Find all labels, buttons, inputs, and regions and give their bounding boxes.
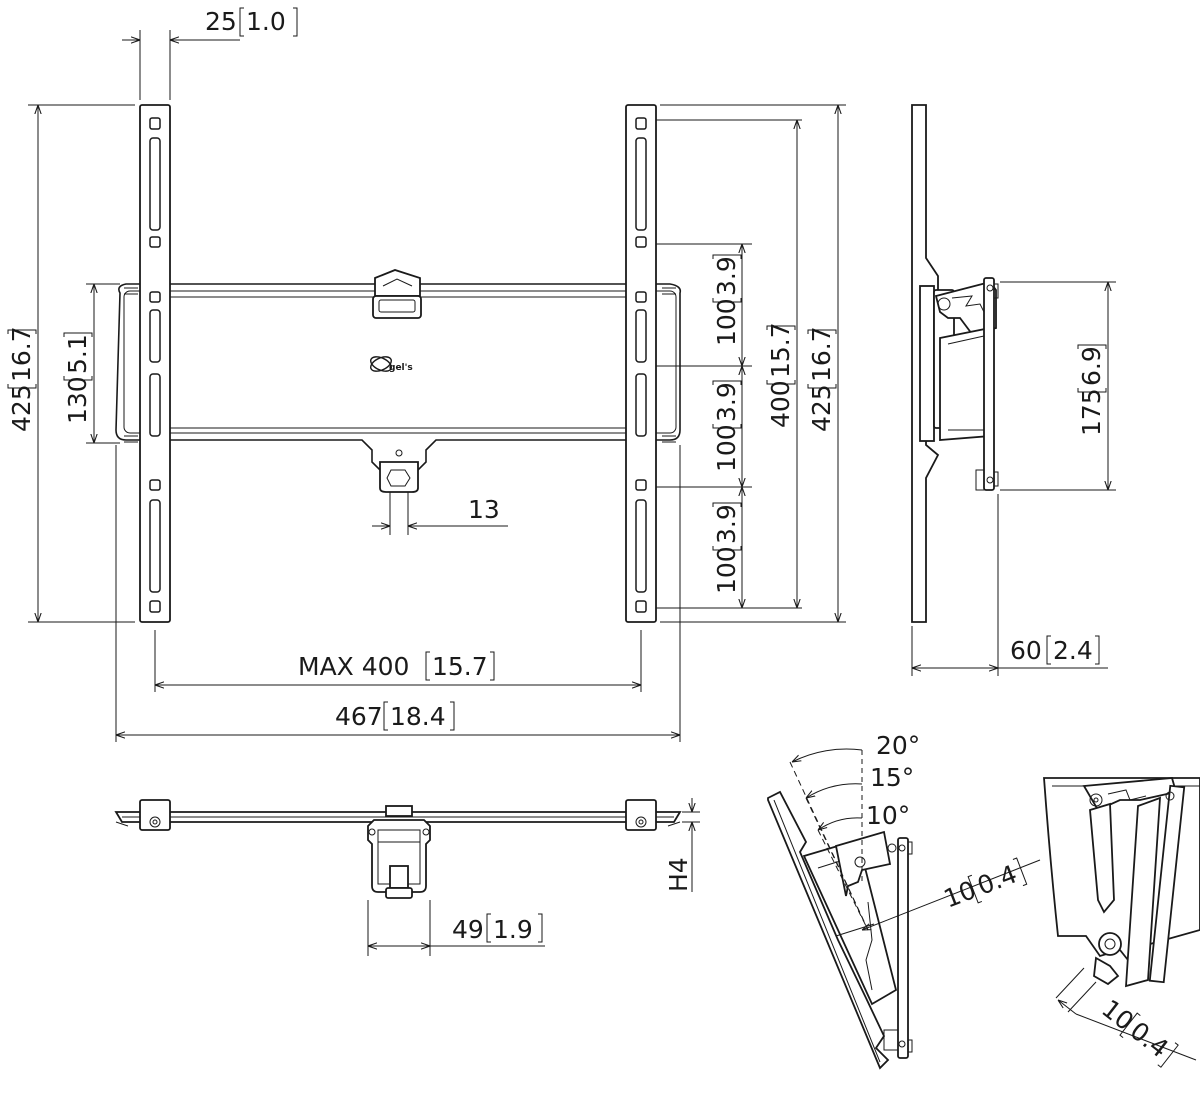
dim-right-height-mm: 425 — [807, 384, 836, 432]
dim-top-width-in: 1.0 — [246, 7, 286, 36]
dim-total-width-mm: 467 — [335, 702, 383, 731]
dimension-right-height: 425 16.7 — [807, 105, 838, 622]
dimension-left-height: 425 16.7 — [7, 104, 135, 623]
dim-right-height-in: 16.7 — [807, 326, 836, 382]
tilt-10-label: 10° — [866, 801, 910, 830]
dim-gap1-in: 0.4 — [973, 859, 1021, 900]
dim-pitch2-mm: 100 — [712, 424, 741, 472]
top-view — [114, 799, 682, 899]
dim-clip-width-in: 1.9 — [493, 915, 533, 944]
dim-pitch1-in: 3.9 — [712, 256, 741, 296]
logo-text: gel's — [389, 363, 413, 373]
tilt-view — [767, 790, 913, 1070]
dim-left-height-mm: 425 — [7, 384, 36, 432]
dim-gap2-in: 0.4 — [1125, 1016, 1174, 1063]
dim-total-width-in: 18.4 — [390, 702, 446, 731]
dimension-depth: 60 2.4 — [911, 494, 1108, 676]
dim-max-width-prefix: MAX 400 — [298, 652, 409, 681]
dimension-clip-width: 49 1.9 — [367, 900, 545, 956]
dim-frame-height-in: 5.1 — [63, 334, 92, 374]
tilt-angle-arcs: 20° 15° 10° — [789, 731, 920, 931]
dim-pitch2-in: 3.9 — [712, 382, 741, 422]
left-vertical-strip — [139, 104, 171, 623]
dim-bolt-mm: 13 — [468, 495, 500, 524]
dim-thickness: H4 — [664, 857, 693, 892]
dimension-pitch-holes: 100 3.9 100 3.9 100 3.9 — [656, 104, 846, 623]
dim-left-height-in: 16.7 — [7, 326, 36, 382]
right-vertical-strip — [625, 104, 657, 623]
dimension-thickness: H4 — [664, 798, 700, 892]
dim-vesa-height-mm: 400 — [766, 380, 795, 428]
dim-frame-height-mm: 130 — [63, 376, 92, 424]
detail-view — [1043, 777, 1200, 988]
dimension-side-height: 175 6.9 — [1000, 281, 1116, 491]
dimension-max-width: MAX 400 15.7 — [154, 630, 642, 692]
dim-pitch3-mm: 100 — [712, 546, 741, 594]
dim-side-height-mm: 175 — [1077, 388, 1106, 436]
dim-pitch3-in: 3.9 — [712, 504, 741, 544]
dim-pitch1-mm: 100 — [712, 298, 741, 346]
dim-max-width-in: 15.7 — [432, 652, 488, 681]
tilt-15-label: 15° — [870, 763, 914, 792]
dim-vesa-height-in: 15.7 — [766, 322, 795, 378]
dim-depth-in: 2.4 — [1053, 636, 1093, 665]
side-view — [911, 104, 999, 623]
dimension-frame-height: 130 5.1 — [63, 283, 120, 444]
dim-gap1-mm: 10 — [940, 875, 980, 913]
dim-top-width-mm: 25 — [205, 7, 237, 36]
dimension-vesa-height: 400 15.7 — [740, 120, 802, 609]
dimension-gap-1: 10 0.4 — [862, 857, 1041, 930]
dimension-total-width: 467 18.4 — [115, 445, 681, 742]
dim-depth-mm: 60 — [1010, 636, 1042, 665]
dim-clip-width-mm: 49 — [452, 915, 484, 944]
dimension-bolt: 13 — [372, 492, 508, 535]
brand-logo: gel's — [370, 356, 413, 373]
dim-side-height-in: 6.9 — [1077, 346, 1106, 386]
mount-frame — [115, 269, 682, 493]
front-view: gel's — [115, 104, 682, 623]
dimension-top-width: 25 1.0 — [122, 7, 298, 100]
tilt-20-label: 20° — [876, 731, 920, 760]
